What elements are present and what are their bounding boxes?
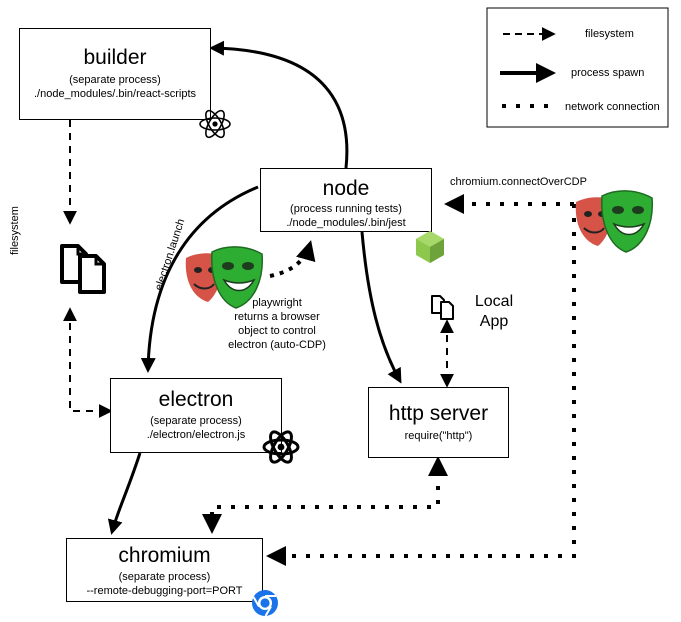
playwright-icon [185,246,263,309]
http-server-box: http server require("http") [368,387,509,458]
local-app-label: Local App [466,292,522,332]
files-icon [60,244,106,294]
edge-files-to-electron [63,307,113,418]
edge-node-to-http-server [360,231,402,384]
edge-node-to-builder [209,40,349,169]
playwright-note-line: returns a browser [234,311,320,323]
builder-line1: (separate process) [69,74,161,86]
builder-title: builder [83,46,147,69]
local-app-line: App [479,313,509,330]
playwright-note-line: object to control [238,325,316,337]
legend-network-label: network connection [565,101,660,113]
node-line2: ./node_modules/.bin/jest [286,217,406,229]
chromium-line1: (separate process) [118,571,211,583]
chromium-box: chromium (separate process) --remote-deb… [66,538,263,602]
builder-box: builder (separate process) ./node_module… [19,28,211,120]
edge-cdp-to-chromium [266,204,576,566]
chromium-title: chromium [118,544,211,567]
filesystem-side-label: filesystem [9,206,21,255]
http-server-line1: require("http") [404,430,473,442]
electron-box: electron (separate process) ./electron/e… [110,378,282,453]
playwright-cdp-icon [575,190,653,253]
node-line1: (process running tests) [290,203,402,215]
local-app-line: Local [474,293,514,310]
builder-line2: ./node_modules/.bin/react-scripts [33,88,197,100]
edge-electron-to-chromium [107,452,142,535]
playwright-note-line: playwright [252,297,302,309]
electron-line2: ./electron/electron.js [146,429,246,441]
electron-title: electron [158,388,234,411]
playwright-note-line: electron (auto-CDP) [228,339,326,351]
local-app-files-icon [431,295,454,320]
chromium-line2: --remote-debugging-port=PORT [86,585,243,597]
node-box: node (process running tests) ./node_modu… [260,168,432,232]
electron-icon [262,430,300,464]
edge-chromium-to-http-server [202,456,448,534]
edge-node-to-electron [140,185,259,373]
http-server-title: http server [388,402,489,425]
legend-process-spawn-label: process spawn [571,67,645,79]
node-title: node [322,177,370,200]
playwright-note: playwright returns a browser object to c… [222,296,332,352]
chrome-icon [252,590,278,617]
electron-line1: (separate process) [150,415,242,427]
edge-playwright-to-node [269,240,316,278]
nodejs-icon [416,231,444,263]
legend-filesystem-label: filesystem [585,28,634,40]
react-icon [199,109,231,139]
connect-over-cdp-label: chromium.connectOverCDP [450,176,587,188]
